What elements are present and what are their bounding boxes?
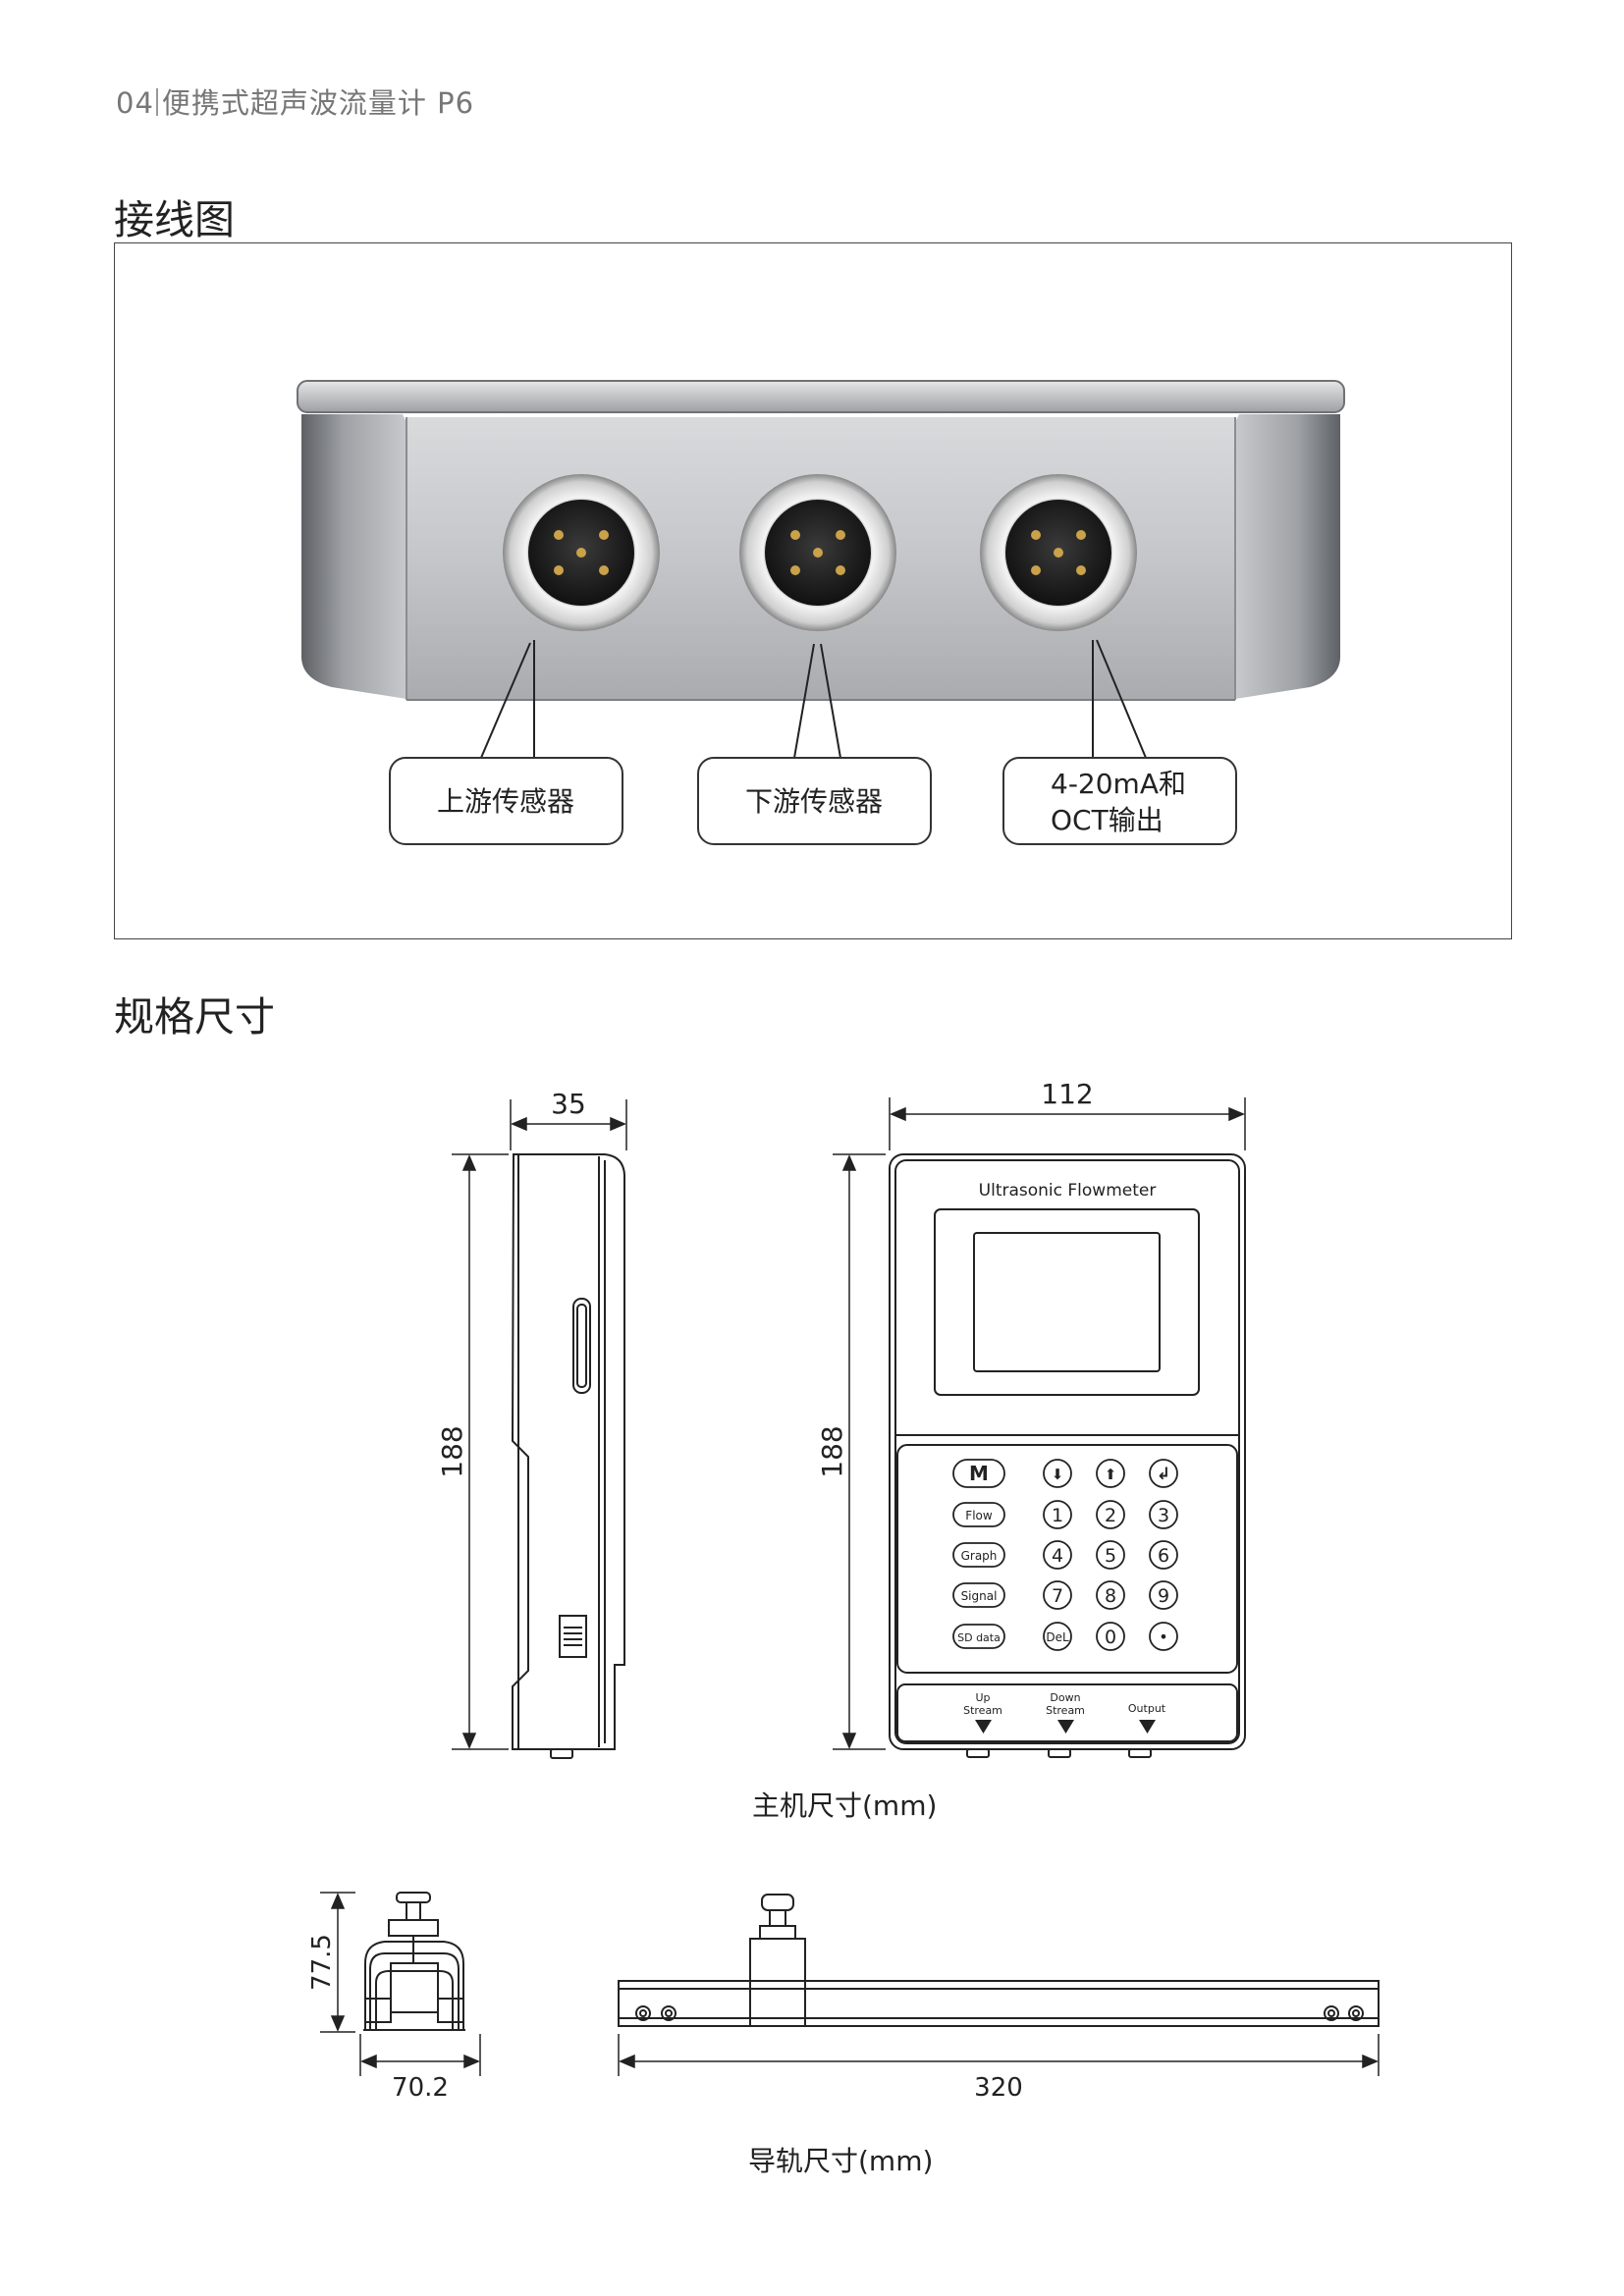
port-labels: Up Stream Down Stream Output bbox=[963, 1691, 1166, 1717]
key-5-button[interactable] bbox=[1096, 1540, 1125, 1570]
port-up-label-1: Up bbox=[975, 1691, 990, 1704]
wiring-leader-lines bbox=[480, 639, 1147, 759]
key-1-button[interactable] bbox=[1043, 1500, 1072, 1529]
front-width-dimension: 112 bbox=[1041, 1078, 1093, 1110]
header-text: 便携式超声波流量计 P6 bbox=[161, 86, 475, 120]
keypad bbox=[952, 1459, 1178, 1651]
key-6-label: 6 bbox=[1158, 1545, 1169, 1567]
header-divider bbox=[155, 88, 158, 116]
port-down-label-1: Down bbox=[1050, 1691, 1080, 1704]
key-m-button[interactable] bbox=[952, 1459, 1005, 1488]
key-0-button[interactable] bbox=[1096, 1622, 1125, 1651]
wiring-diagram-frame bbox=[114, 242, 1512, 939]
callout-output-label-line1: 4-20mA和 bbox=[1051, 768, 1186, 800]
key-del-label: DeL bbox=[1046, 1630, 1069, 1644]
rail-end-view-dimension-lines bbox=[320, 1892, 481, 2076]
key-7-label: 7 bbox=[1052, 1585, 1063, 1607]
main-unit-side-view bbox=[511, 1153, 625, 1759]
arrow-up-icon: ⬆ bbox=[1105, 1466, 1117, 1483]
main-unit-front-view bbox=[889, 1153, 1246, 1758]
key-9-label: 9 bbox=[1158, 1585, 1169, 1607]
key-enter-button[interactable] bbox=[1149, 1459, 1178, 1488]
key-4-label: 4 bbox=[1052, 1545, 1063, 1567]
output-connector-icon bbox=[980, 474, 1137, 631]
side-view-dimension-lines bbox=[452, 1099, 627, 1750]
key-flow-button[interactable] bbox=[952, 1502, 1005, 1527]
rail-length-dimension: 320 bbox=[974, 2073, 1023, 2103]
device-brand-text: Ultrasonic Flowmeter bbox=[979, 1181, 1157, 1201]
upstream-connector-icon bbox=[503, 474, 660, 631]
downstream-port-arrow-icon bbox=[1057, 1720, 1074, 1734]
callout-output-box bbox=[1002, 757, 1237, 845]
port-arrows bbox=[975, 1720, 1156, 1734]
rail-length-dimension-lines bbox=[618, 2034, 1380, 2076]
upstream-port-arrow-icon bbox=[975, 1720, 992, 1734]
downstream-connector-icon bbox=[739, 474, 896, 631]
rail-caption: 导轨尺寸(mm) bbox=[748, 2145, 934, 2177]
key-sd-data-label: SD data bbox=[957, 1631, 1001, 1644]
arrow-down-icon: ⬇ bbox=[1052, 1466, 1064, 1483]
key-1-label: 1 bbox=[1052, 1505, 1063, 1526]
key-down-button[interactable] bbox=[1043, 1459, 1072, 1488]
key-dot-label: • bbox=[1159, 1628, 1167, 1646]
front-view-dimension-lines bbox=[833, 1097, 1246, 1750]
key-flow-label: Flow bbox=[965, 1509, 993, 1522]
page-number: 04 bbox=[116, 86, 154, 120]
key-signal-label: Signal bbox=[961, 1589, 998, 1603]
port-down-label-2: Stream bbox=[1046, 1704, 1085, 1717]
key-9-button[interactable] bbox=[1149, 1580, 1178, 1610]
key-8-label: 8 bbox=[1105, 1585, 1116, 1607]
enter-icon: ↲ bbox=[1157, 1465, 1170, 1484]
rail-height-dimension: 77.5 bbox=[307, 1934, 337, 1991]
key-del-button[interactable] bbox=[1043, 1622, 1072, 1651]
side-height-dimension: 188 bbox=[436, 1425, 468, 1477]
side-depth-dimension: 35 bbox=[551, 1088, 586, 1120]
callout-output-label-line2: OCT输出 bbox=[1051, 804, 1164, 836]
key-m-label: M bbox=[969, 1462, 989, 1485]
front-height-dimension: 188 bbox=[816, 1425, 848, 1477]
key-4-button[interactable] bbox=[1043, 1540, 1072, 1570]
main-unit-caption: 主机尺寸(mm) bbox=[752, 1789, 938, 1822]
port-output-label: Output bbox=[1128, 1702, 1166, 1715]
key-up-button[interactable] bbox=[1096, 1459, 1125, 1488]
key-graph-button[interactable] bbox=[952, 1542, 1005, 1568]
output-port-arrow-icon bbox=[1139, 1720, 1156, 1734]
key-3-label: 3 bbox=[1158, 1505, 1169, 1526]
key-signal-button[interactable] bbox=[952, 1582, 1005, 1608]
port-up-label-2: Stream bbox=[963, 1704, 1002, 1717]
key-5-label: 5 bbox=[1105, 1545, 1116, 1567]
rail-width-dimension: 70.2 bbox=[392, 2073, 449, 2103]
callout-downstream-label: 下游传感器 bbox=[745, 785, 883, 818]
key-7-button[interactable] bbox=[1043, 1580, 1072, 1610]
wiring-section-title: 接线图 bbox=[114, 196, 235, 243]
rail-side-view bbox=[618, 1894, 1380, 2027]
key-2-label: 2 bbox=[1105, 1505, 1116, 1526]
key-graph-label: Graph bbox=[961, 1549, 998, 1563]
key-8-button[interactable] bbox=[1096, 1580, 1125, 1610]
spec-section-title: 规格尺寸 bbox=[114, 993, 275, 1041]
key-0-label: 0 bbox=[1105, 1627, 1116, 1648]
key-3-button[interactable] bbox=[1149, 1500, 1178, 1529]
keypad-labels: M Flow Graph Signal SD data ⬇ ⬆ ↲ 1 2 3 … bbox=[957, 1462, 1170, 1648]
callout-upstream-box bbox=[389, 757, 623, 845]
rail-end-view bbox=[363, 1892, 465, 2031]
callout-downstream-box bbox=[697, 757, 932, 845]
callout-upstream-label: 上游传感器 bbox=[437, 785, 574, 818]
key-sd-data-button[interactable] bbox=[952, 1624, 1005, 1649]
key-6-button[interactable] bbox=[1149, 1540, 1178, 1570]
key-dot-button[interactable] bbox=[1149, 1622, 1178, 1651]
key-2-button[interactable] bbox=[1096, 1500, 1125, 1529]
